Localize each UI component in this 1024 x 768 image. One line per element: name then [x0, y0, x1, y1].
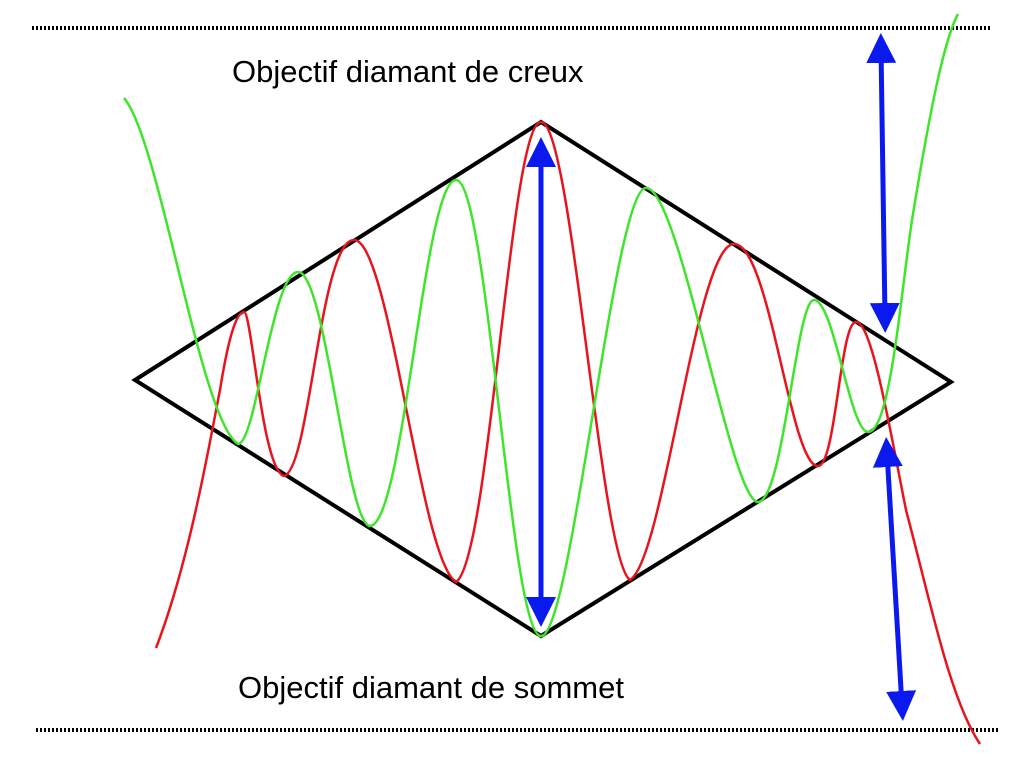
trough-target-arrow	[866, 33, 900, 333]
trough-target-label: Objectif diamant de creux	[232, 54, 584, 89]
red-wave	[154, 120, 982, 745]
peak-target-arrow	[872, 437, 917, 721]
peak-target-label: Objectif diamant de sommet	[238, 670, 624, 705]
diamond-outline	[131, 119, 955, 639]
